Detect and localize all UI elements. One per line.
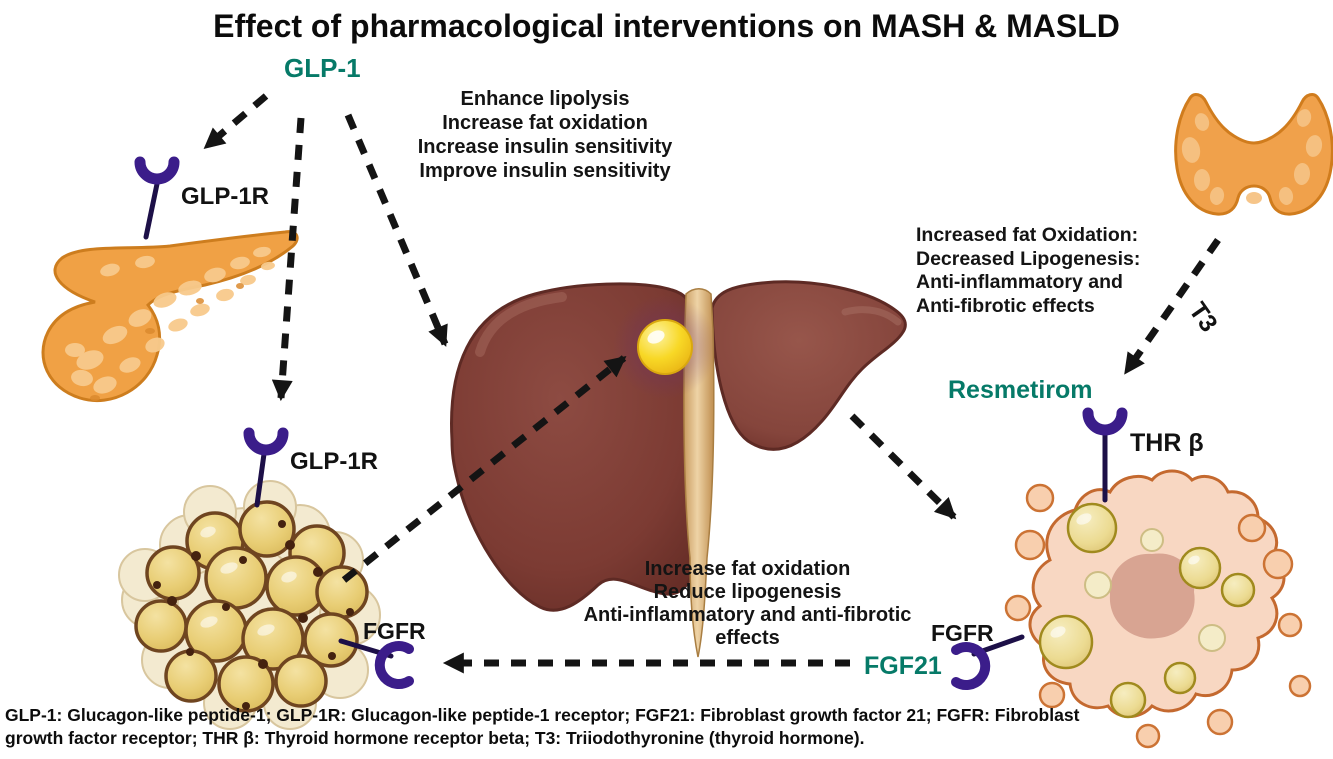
injured-cell-illustration [1004, 469, 1312, 749]
pancreas-illustration [41, 230, 299, 403]
cell-nucleus [1109, 553, 1195, 639]
liver-lipid-droplet [637, 319, 693, 375]
thyroid-illustration [1174, 93, 1333, 216]
label-fgfr-cell: FGFR [931, 620, 994, 646]
fgfr-receptor-cell-icon [951, 634, 1025, 690]
arrow-glp1-to-liver [344, 113, 449, 347]
label-thr-beta: THR β [1130, 429, 1204, 457]
label-glp1r-adipose: GLP-1R [290, 448, 379, 475]
label-glp1: GLP-1 [284, 53, 361, 83]
thyroid-effects-text: Increased fat Oxidation: Decreased Lipog… [916, 224, 1141, 317]
adipose-tissue-illustration [118, 480, 381, 730]
legend-line-2: growth factor receptor; THR β: Thyroid h… [5, 728, 865, 749]
thr-beta-receptor-icon [1082, 407, 1128, 503]
abbreviations-legend: GLP-1: Glucagon-like peptide-1; GLP-1R: … [5, 704, 1145, 750]
label-fgfr-adipose: FGFR [363, 618, 426, 644]
fgf21-effects-text: Increase fat oxidation Reduce lipogenesi… [583, 558, 912, 649]
figure-title: Effect of pharmacological interventions … [213, 8, 1120, 44]
legend-line-1: GLP-1: Glucagon-like peptide-1; GLP-1R: … [5, 705, 1080, 725]
label-resmetirom: Resmetirom [948, 376, 1093, 404]
arrow-glp1-to-pancreas-receptor [203, 93, 269, 150]
fgfr-receptor-adipose-icon [338, 638, 414, 689]
arrow-glp1-to-adipose-receptor [271, 117, 305, 402]
arrow-liver-to-injured-cell [849, 413, 957, 520]
glp1-effects-text: Enhance lipolysis Increase fat oxidation… [417, 88, 673, 182]
label-fgf21: FGF21 [864, 652, 942, 680]
label-glp1r-pancreas: GLP-1R [181, 183, 270, 210]
glp1-receptor-adipose-icon [243, 427, 289, 508]
arrow-adipose-to-liver [341, 355, 627, 583]
liver-illustration [450, 280, 907, 658]
glp1-receptor-pancreas-icon [134, 156, 180, 240]
